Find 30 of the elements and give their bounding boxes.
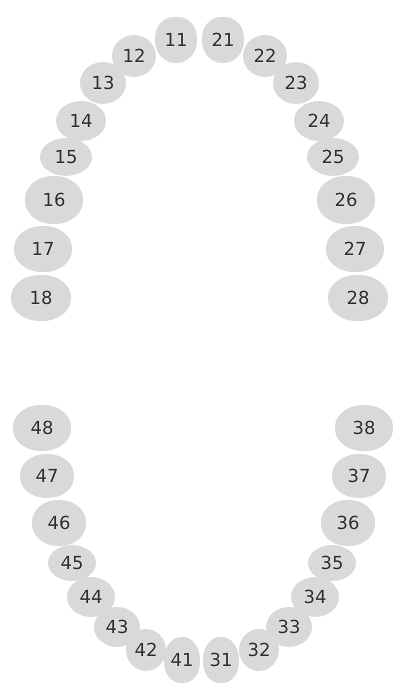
tooth: 27 bbox=[326, 226, 384, 272]
tooth: 37 bbox=[332, 454, 386, 498]
tooth: 47 bbox=[20, 454, 74, 498]
tooth: 38 bbox=[335, 405, 393, 451]
tooth: 14 bbox=[56, 101, 106, 141]
tooth: 32 bbox=[239, 629, 279, 671]
tooth: 48 bbox=[13, 405, 71, 451]
tooth: 16 bbox=[25, 176, 83, 224]
tooth: 21 bbox=[202, 17, 244, 63]
tooth: 41 bbox=[164, 637, 200, 683]
tooth: 26 bbox=[317, 176, 375, 224]
tooth: 35 bbox=[308, 545, 356, 581]
tooth: 13 bbox=[80, 62, 126, 104]
tooth: 18 bbox=[11, 275, 71, 321]
tooth: 23 bbox=[273, 62, 319, 104]
tooth: 28 bbox=[328, 275, 388, 321]
tooth: 45 bbox=[48, 545, 96, 581]
tooth: 12 bbox=[112, 35, 156, 77]
tooth: 22 bbox=[243, 35, 287, 77]
tooth: 46 bbox=[32, 500, 86, 546]
tooth: 36 bbox=[321, 500, 375, 546]
tooth: 15 bbox=[40, 138, 92, 176]
tooth: 25 bbox=[307, 138, 359, 176]
tooth: 42 bbox=[126, 629, 166, 671]
tooth: 17 bbox=[14, 226, 72, 272]
tooth: 34 bbox=[291, 577, 339, 617]
tooth: 24 bbox=[294, 101, 344, 141]
tooth: 31 bbox=[203, 637, 239, 683]
tooth: 11 bbox=[155, 17, 197, 63]
tooth: 44 bbox=[67, 577, 115, 617]
